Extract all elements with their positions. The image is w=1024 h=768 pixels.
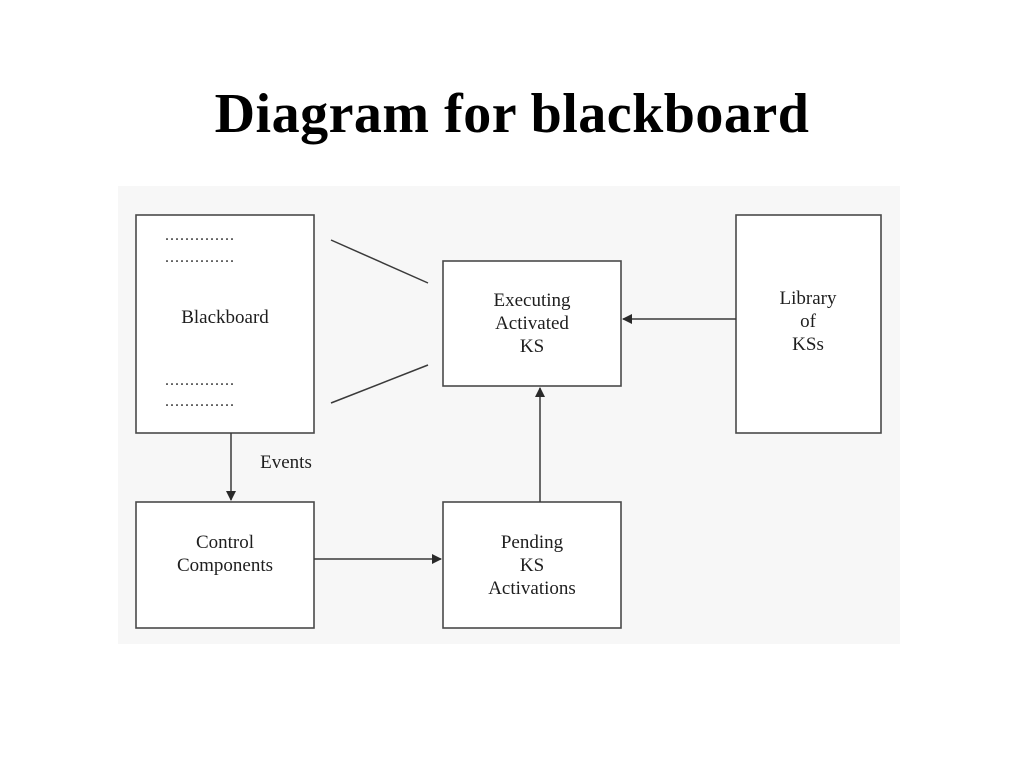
library-line-3: KSs	[792, 334, 824, 355]
pending-line-3: Activations	[488, 578, 576, 599]
library-line-2: of	[800, 311, 817, 332]
blackboard-dots-1: ..............	[165, 227, 235, 244]
pending-ks-node: Pending KS Activations	[442, 501, 622, 629]
executing-line-3: KS	[520, 336, 544, 357]
blackboard-dots-3: ..............	[165, 372, 235, 389]
blackboard-dots-4: ..............	[165, 393, 235, 410]
pending-line-1: Pending	[501, 532, 564, 553]
blackboard-label: Blackboard	[181, 307, 269, 328]
executing-line-2: Activated	[495, 313, 569, 334]
control-line-1: Control	[196, 532, 254, 553]
edge-blackboard-executing-bottom	[330, 364, 429, 404]
library-line-1: Library	[780, 288, 837, 309]
blackboard-dots-2: ..............	[165, 249, 235, 266]
events-label: Events	[260, 452, 312, 473]
library-node: Library of KSs	[735, 214, 882, 434]
executing-line-1: Executing	[493, 290, 571, 311]
edge-blackboard-executing-top	[330, 239, 429, 284]
executing-ks-node: Executing Activated KS	[442, 260, 622, 387]
slide-title: Diagram for blackboard	[214, 83, 810, 145]
blackboard-node: .............. .............. Blackboard…	[135, 214, 315, 434]
control-line-2: Components	[177, 555, 273, 576]
pending-line-2: KS	[520, 555, 544, 576]
control-components-node: Control Components	[135, 501, 315, 629]
